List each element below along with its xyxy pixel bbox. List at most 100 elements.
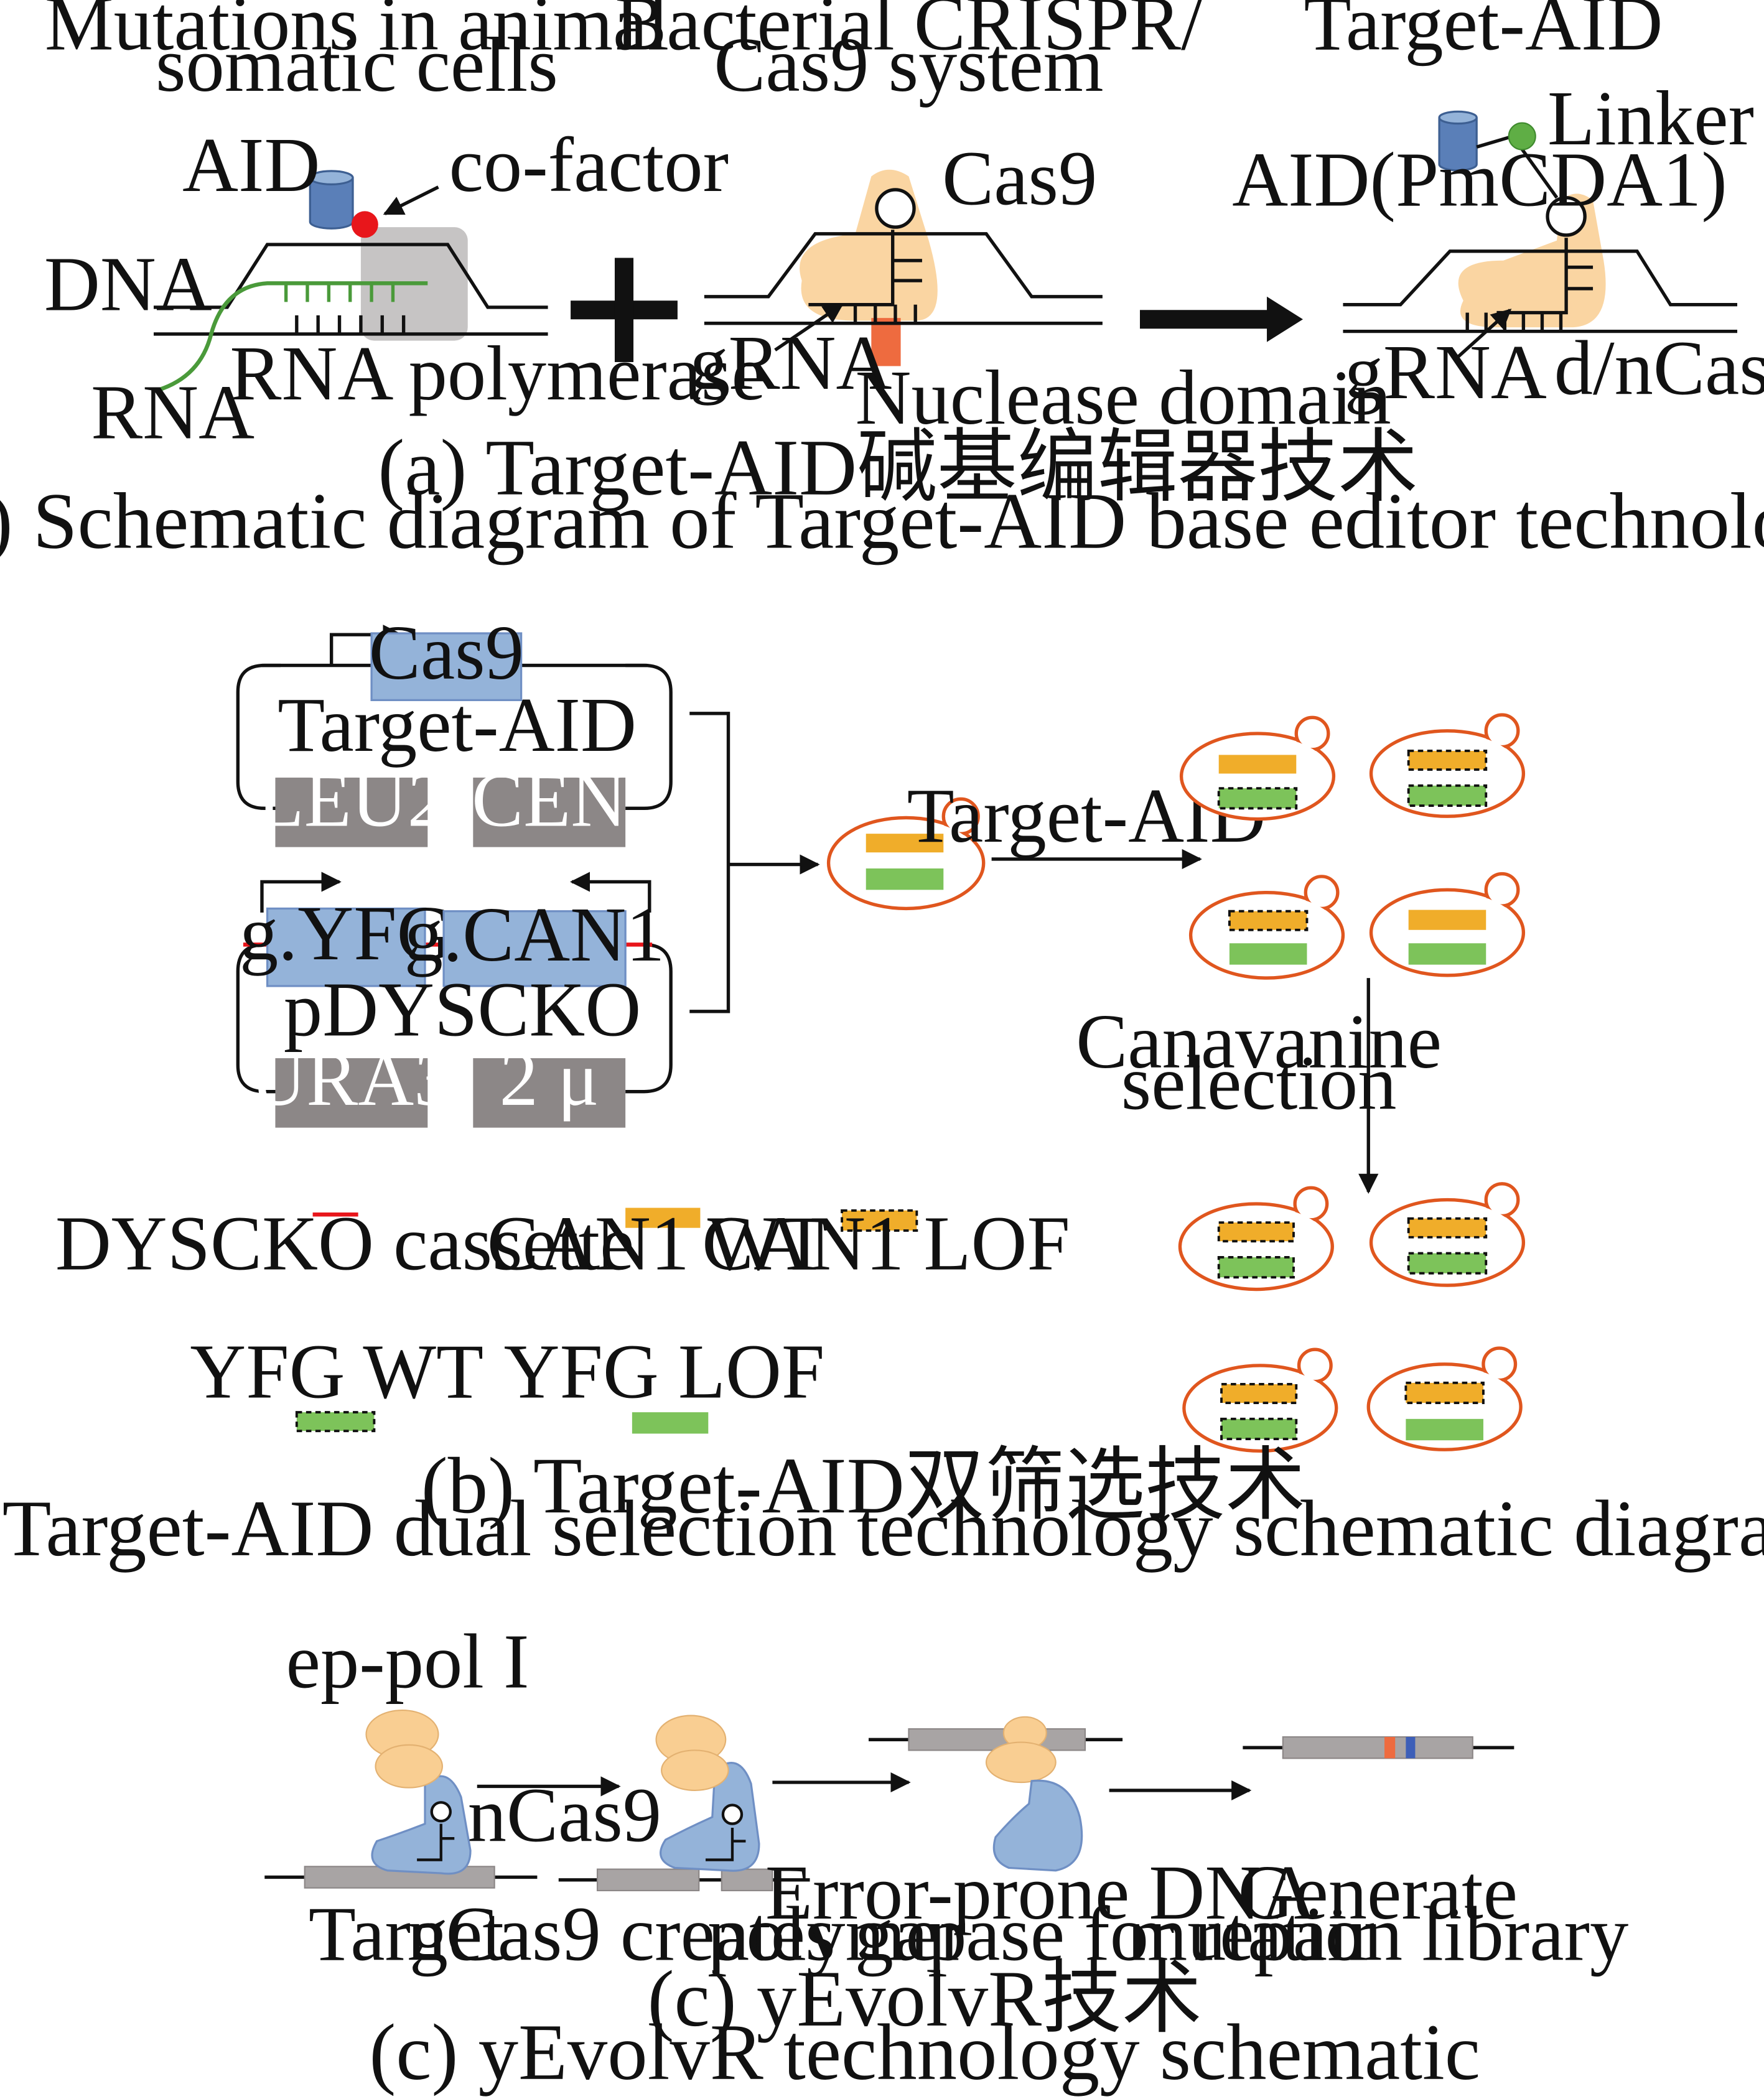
label-step-repair-line1: Error-prone DNA [765,1850,1317,1935]
promoter-arrow-yfg [260,872,342,913]
cas9-gene-box [370,632,523,701]
legend-yfg-wt: YFG WT [190,1328,483,1414]
label-leu2: LEU2 [257,756,446,842]
label-grna-1: gRNA [689,320,892,406]
label-two-mu: 2 μ [500,1036,599,1122]
yeast-cell [1182,1347,1338,1453]
plasmid-pdyscko: g.YFG g.CAN1 pDYSCKO URA3 2 μ [236,872,673,1128]
cas9-dna-top [704,232,1103,299]
yfg-lof-gene [866,868,944,890]
legend-swatch-yfg-lof [632,1412,709,1434]
target-aid-grna-stem [1496,238,1594,315]
label-step-gap: nCas9 creates gap [407,1891,966,1977]
label-step-repair-line2: polymerase for repair [707,1891,1374,1977]
gcan1-box [442,910,627,987]
yeast-cell [1178,1186,1334,1292]
label-step-library-line2: mutation library [1127,1891,1628,1977]
two-mu-box [473,1058,626,1128]
linker-dot [1508,122,1536,151]
target-aid-dna-top [1343,249,1738,307]
dna-top-strand [154,243,548,309]
caption-a-cn: (a) Target-AID碱基编辑器技术 [378,423,1418,512]
caption-a-en: (a) Schematic diagram of Target-AID base… [0,477,1764,565]
legend-swatch-yfg-wt [295,1411,376,1433]
caption-b-cn: (b) Target-AID双筛选技术 [421,1441,1305,1530]
label-pdyscko: pDYSCKO [284,966,641,1052]
label-ura3: URA3 [250,1036,452,1122]
label-nuclease-domain: Nuclease domain [856,355,1391,440]
can1-wt-gene [866,834,944,853]
label-linker: Linker [1547,75,1754,161]
label-cen: CEN [472,756,627,842]
result-arrow [1140,296,1304,342]
yeast-cells-after-selection [1178,1182,1526,1453]
label-aid-pmcda1: AID(PmCDA1) [1232,137,1727,223]
cofactor-dot [351,211,378,238]
legend: DYSCKO cassette CAN1 WT CAN1 LOF YFG WT … [55,1200,1070,1434]
panel-b: Cas9 Target-AID LEU2 CEN g.YFG g.CAN1 pD… [0,610,1764,1573]
yeast-cells-after-editing [1179,713,1526,980]
label-gyfg: g.YFG [240,890,453,976]
plasmid-target-aid: Cas9 Target-AID LEU2 CEN [236,610,673,847]
label-aid: AID [182,122,320,208]
legend-swatch-can1-wt [625,1208,701,1228]
yeast-cell [1369,713,1526,818]
yeast-cell [1188,875,1345,980]
yeast-cell [1369,872,1526,977]
panel-c: ep-pol I nCas9 Target nCas9 creates gap … [264,1619,1628,2097]
nuclease-domain-shape [871,318,901,366]
pmcda1-cylinder-icon [1438,117,1478,172]
step-target: ep-pol I nCas9 Target [264,1619,661,1977]
label-step-library-line1: Generate [1238,1850,1518,1935]
caption-c-cn: (c) yEvolvR技术 [648,1954,1202,2043]
legend-dyscko: DYSCKO cassette [55,1200,635,1286]
legend-yfg-lof: YFG LOF [504,1328,825,1414]
promoter-arrow-can1 [570,872,651,913]
label-step-target: Target [309,1891,504,1977]
header-target-aid: Target-AID [1304,0,1663,66]
panel-a: Mutations in animal somatic cells Bacter… [0,0,1764,565]
bracket-arrow [689,712,820,1013]
cas9-grna-loop [875,188,916,229]
label-canavanine-line1: Canavanine [1076,998,1442,1084]
target-aid-diagram: Linker AID(PmCDA1) gRNA d/nCas9 [1232,75,1764,415]
legend-can1-wt: CAN1 WT [487,1200,828,1286]
label-target-aid-plasmid: Target-AID [278,682,637,768]
leu2-box [275,777,428,847]
somatic-mutation-diagram: AID co-factor DNA RNA RNA polymerase [44,122,766,455]
label-dna: DNA [44,241,212,327]
label-cofactor: co-factor [449,122,729,208]
header-somatic-line2: somatic cells [156,22,558,108]
legend-swatch-can1-lof [841,1209,918,1232]
cas9-grna-arrow [774,303,844,351]
cen-box [473,777,626,847]
mutation-mark-blue [1406,1736,1416,1759]
dna-bottom-bases [295,315,406,334]
rna-strand [157,281,428,393]
label-dncas9: d/nCas9 [1554,325,1764,411]
step-repair: Error-prone DNA polymerase for repair [707,1716,1374,1977]
cas9-protein-shape [800,169,938,321]
caption-c-en: (c) yEvolvR technology schematic [369,2008,1480,2097]
header-crispr-line1: Bacterial CRISPR/ [615,0,1203,66]
label-canavanine-line2: selection [1121,1040,1397,1126]
cas9-diagram: Cas9 gRNA Nuclease domain [689,136,1391,440]
yeast-cell [1366,1346,1523,1451]
legend-can1-lof: CAN1 LOF [702,1200,1070,1286]
mutation-mark-orange [1384,1736,1396,1759]
label-ep-pol: ep-pol I [286,1619,530,1705]
label-cas9-gene: Cas9 [369,610,524,696]
target-aid-grna-arrow [1455,309,1512,360]
caption-b-en: (b) Target-AID dual selection technology… [0,1484,1764,1573]
step-library: Generate mutation library [1127,1736,1628,1977]
initial-yeast-cell [826,797,986,911]
yeast-cell [1179,715,1336,821]
rna-bases [284,283,395,302]
cofactor-arrow [383,185,439,216]
gyfg-box [266,907,426,987]
yeast-cell [1369,1182,1526,1287]
label-gcan1: g.CAN1 [404,891,665,977]
plus-icon [571,258,678,363]
ura3-box [275,1058,428,1128]
